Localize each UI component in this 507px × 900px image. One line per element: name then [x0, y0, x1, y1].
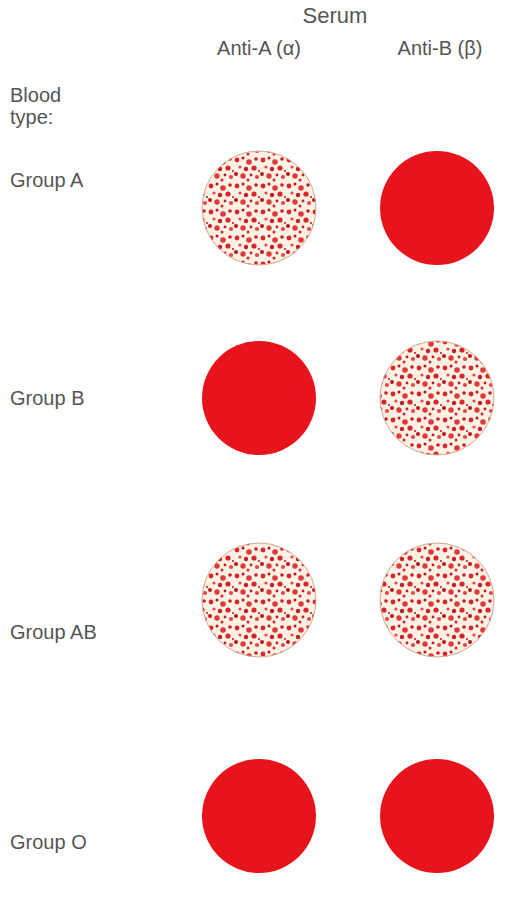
plain-drop — [202, 341, 316, 455]
agglutinated-drop — [202, 543, 316, 657]
agglutinated-drop — [380, 341, 494, 455]
serum-heading: Serum — [303, 4, 368, 28]
plain-drop — [202, 759, 316, 873]
plain-drop — [380, 151, 494, 265]
row-label: Group O — [10, 830, 87, 854]
column-heading: Anti-B (β) — [398, 36, 483, 60]
plain-drop — [380, 759, 494, 873]
agglutinated-drop — [380, 543, 494, 657]
column-heading: Anti-A (α) — [217, 36, 301, 60]
row-label: Group AB — [10, 620, 97, 644]
agglutinated-drop — [202, 151, 316, 265]
row-label: Group B — [10, 386, 84, 410]
row-heading: Blood type: — [10, 84, 84, 128]
row-label: Group A — [10, 168, 83, 192]
